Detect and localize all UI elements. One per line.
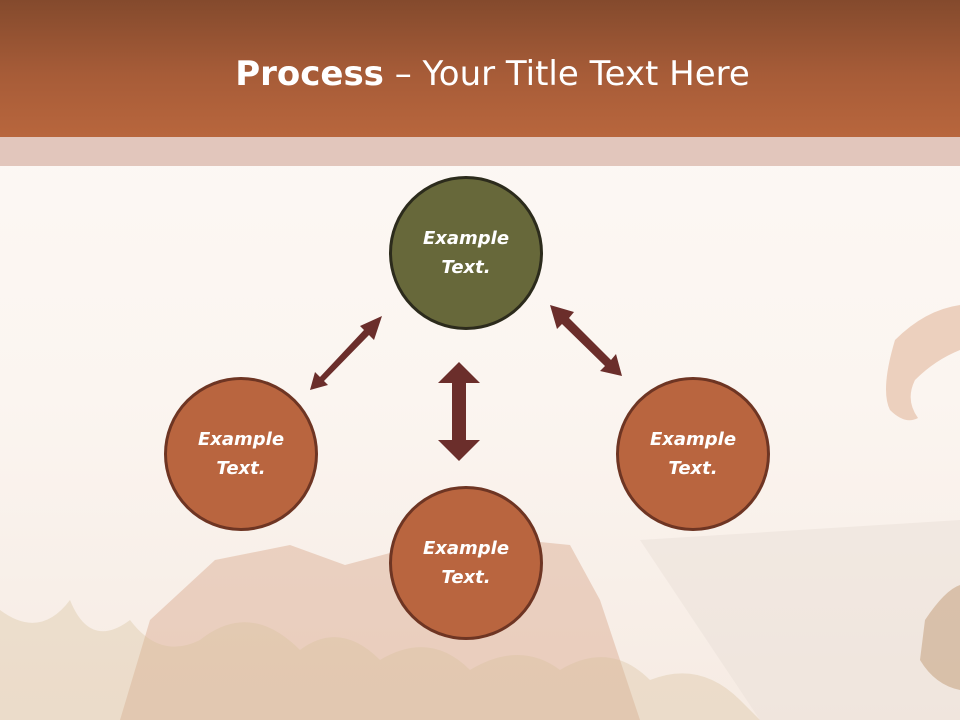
background-grass xyxy=(0,600,760,720)
bottom-node: Example Text. xyxy=(389,486,543,640)
background-hand xyxy=(886,305,960,421)
bottom-node-label: Example Text. xyxy=(422,538,510,588)
title-bold: Process xyxy=(235,54,384,94)
title-underband xyxy=(0,137,960,166)
arrow-center-vertical xyxy=(438,362,480,461)
center-node: Example Text. xyxy=(389,176,543,330)
left-node: Example Text. xyxy=(164,377,318,531)
background-sea xyxy=(640,520,960,720)
arrow-top-right xyxy=(550,305,622,376)
background-boot xyxy=(920,585,960,690)
right-node-label: Example Text. xyxy=(649,429,737,479)
center-node-label: Example Text. xyxy=(422,228,510,278)
title-rest: – Your Title Text Here xyxy=(383,54,750,94)
left-node-label: Example Text. xyxy=(197,429,285,479)
title-bar xyxy=(0,0,960,137)
right-node: Example Text. xyxy=(616,377,770,531)
slide-title: Process – Your Title Text Here xyxy=(0,52,960,96)
arrow-top-left xyxy=(310,316,382,390)
